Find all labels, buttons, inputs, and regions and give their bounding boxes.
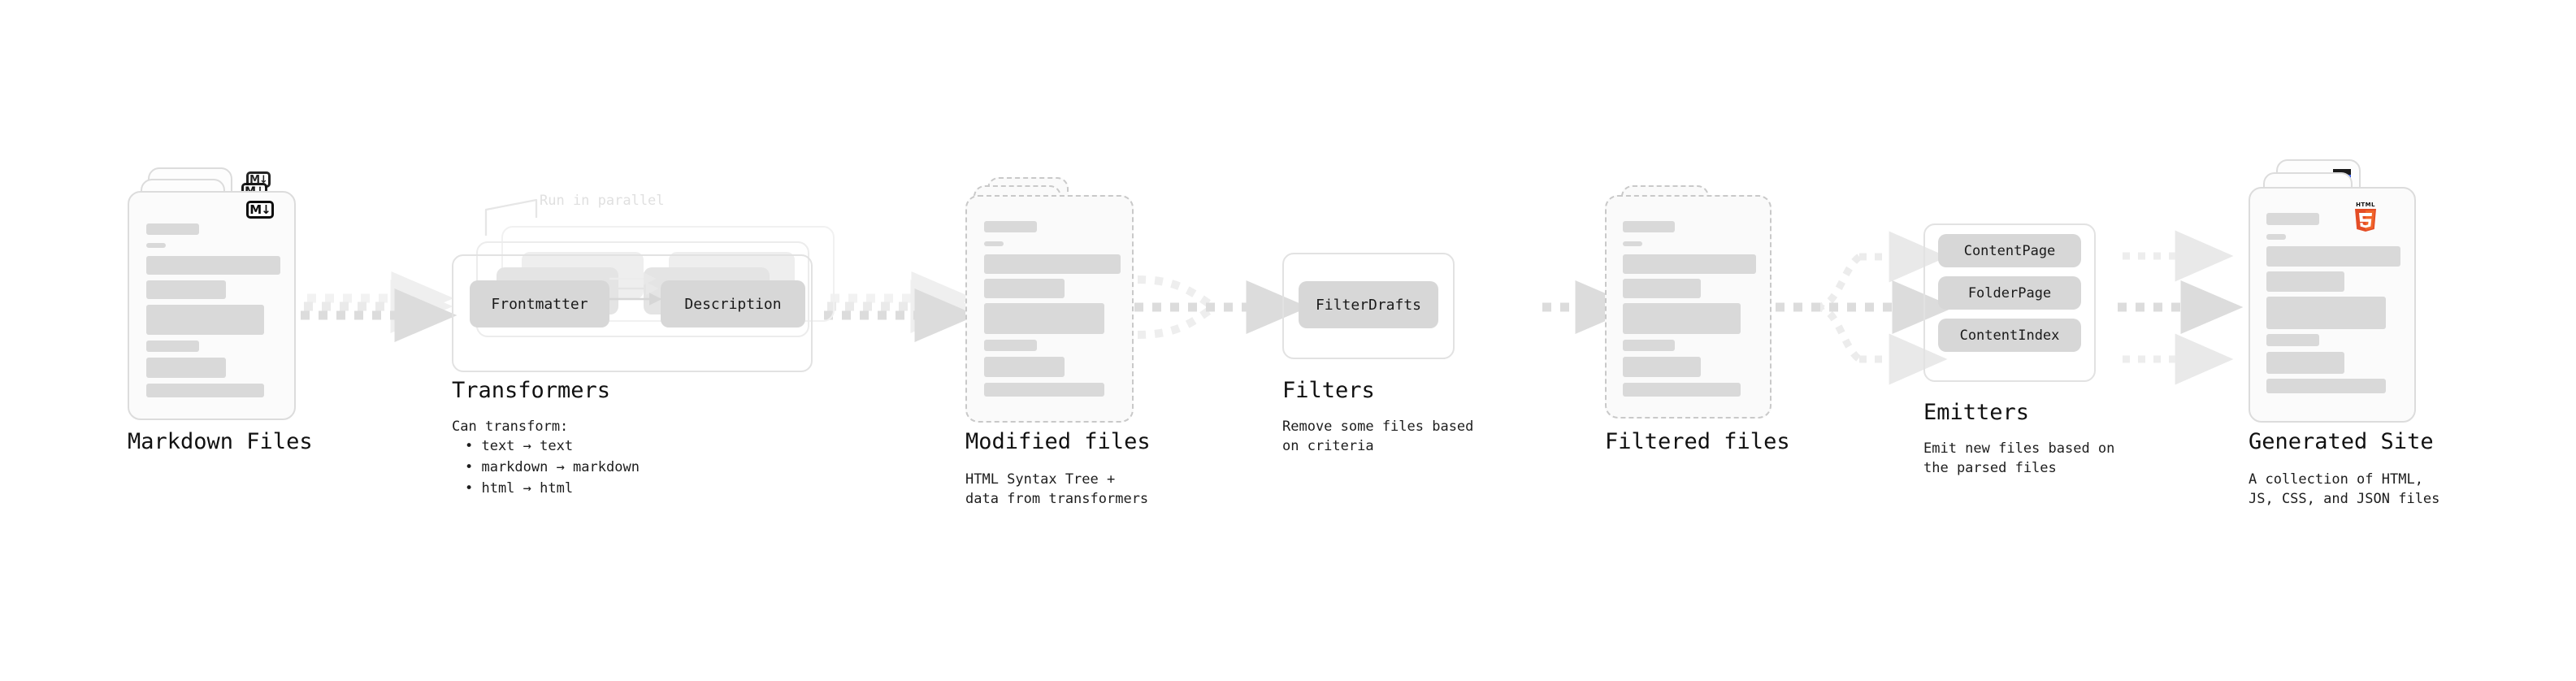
skeleton-sub bbox=[2266, 234, 2286, 240]
transformer-pill-frontmatter[interactable]: Frontmatter bbox=[470, 280, 609, 327]
skeleton-bar bbox=[2266, 379, 2386, 393]
skeleton-bar bbox=[984, 383, 1104, 397]
skeleton-bar bbox=[146, 358, 226, 378]
skeleton-title bbox=[1623, 221, 1675, 232]
skeleton-bar bbox=[146, 384, 264, 397]
stage-title-emitters: Emitters bbox=[1923, 400, 2030, 425]
emitters-pill-contentpage[interactable]: ContentPage bbox=[1938, 234, 2081, 267]
skeleton-bar bbox=[1623, 254, 1756, 274]
skeleton-bar bbox=[146, 340, 199, 352]
connector-modified-to-filters bbox=[1134, 275, 1309, 339]
skeleton-title bbox=[2266, 213, 2319, 225]
skeleton-bar bbox=[146, 280, 226, 299]
css-icon-top bbox=[2333, 169, 2351, 175]
transformer-pill-description[interactable]: Description bbox=[661, 280, 805, 327]
skeleton-bar bbox=[2266, 297, 2386, 329]
stage-title-markdown-files: Markdown Files bbox=[128, 429, 313, 454]
skeleton-bar bbox=[2266, 246, 2400, 267]
transformer-bullet-1: • markdown → markdown bbox=[465, 459, 640, 475]
skeleton-bar bbox=[984, 303, 1104, 334]
stage-caption-generated-site: A collection of HTML, JS, CSS, and JSON … bbox=[2249, 471, 2440, 508]
skeleton-bar bbox=[984, 340, 1037, 351]
transformer-bullet-2: • html → html bbox=[465, 480, 574, 497]
stage-title-filters: Filters bbox=[1282, 378, 1375, 403]
svg-text:HTML: HTML bbox=[2356, 202, 2375, 208]
connector-transformers-to-modified bbox=[824, 271, 978, 342]
skeleton-bar bbox=[984, 254, 1121, 274]
connector-md-to-transformers bbox=[301, 271, 458, 342]
emitters-pill-contentindex[interactable]: ContentIndex bbox=[1938, 319, 2081, 352]
skeleton-bar bbox=[1623, 303, 1741, 334]
stage-caption-filters: Remove some files based on criteria bbox=[1282, 419, 1474, 455]
filters-pill-filterdrafts[interactable]: FilterDrafts bbox=[1299, 281, 1438, 328]
stage-caption-transformers: Can transform: bbox=[452, 419, 569, 435]
skeleton-sub bbox=[1623, 241, 1642, 246]
filters-group bbox=[1282, 253, 1455, 359]
connector-emitters-to-site bbox=[2118, 230, 2244, 385]
transformer-group-layer-1 bbox=[452, 254, 813, 372]
markdown-icon: M↓ bbox=[246, 201, 274, 219]
skeleton-sub bbox=[984, 241, 1004, 246]
stage-title-filtered-files: Filtered files bbox=[1605, 429, 1790, 454]
emitters-pill-folderpage[interactable]: FolderPage bbox=[1938, 276, 2081, 310]
skeleton-sub bbox=[146, 243, 166, 248]
skeleton-bar bbox=[2266, 271, 2344, 292]
emitters-group bbox=[1923, 223, 2096, 382]
stage-title-modified-files: Modified files bbox=[965, 429, 1151, 454]
skeleton-bar bbox=[146, 305, 264, 335]
stage-caption-modified-files: HTML Syntax Tree + data from transformer… bbox=[965, 471, 1149, 508]
skeleton-bar bbox=[984, 357, 1065, 377]
connector-filtered-to-emitters bbox=[1776, 231, 1955, 385]
skeleton-bar bbox=[2266, 352, 2344, 374]
skeleton-bar bbox=[1623, 279, 1701, 298]
skeleton-bar bbox=[1623, 383, 1741, 397]
transformer-bullet-0: • text → text bbox=[465, 438, 574, 454]
stage-caption-emitters: Emit new files based on the parsed files bbox=[1923, 440, 2115, 477]
skeleton-bar bbox=[984, 279, 1065, 298]
skeleton-title bbox=[146, 223, 199, 235]
skeleton-bar bbox=[1623, 357, 1701, 377]
transformer-inner-arrows bbox=[609, 272, 662, 306]
skeleton-bar bbox=[2266, 334, 2319, 346]
html5-icon: HTML bbox=[2355, 202, 2376, 232]
skeleton-bar bbox=[146, 256, 280, 275]
stage-title-generated-site: Generated Site bbox=[2249, 429, 2434, 454]
stage-title-transformers: Transformers bbox=[452, 378, 611, 403]
skeleton-title bbox=[984, 221, 1037, 232]
skeleton-bar bbox=[1623, 340, 1675, 351]
run-in-parallel-label: Run in parallel bbox=[540, 193, 665, 209]
